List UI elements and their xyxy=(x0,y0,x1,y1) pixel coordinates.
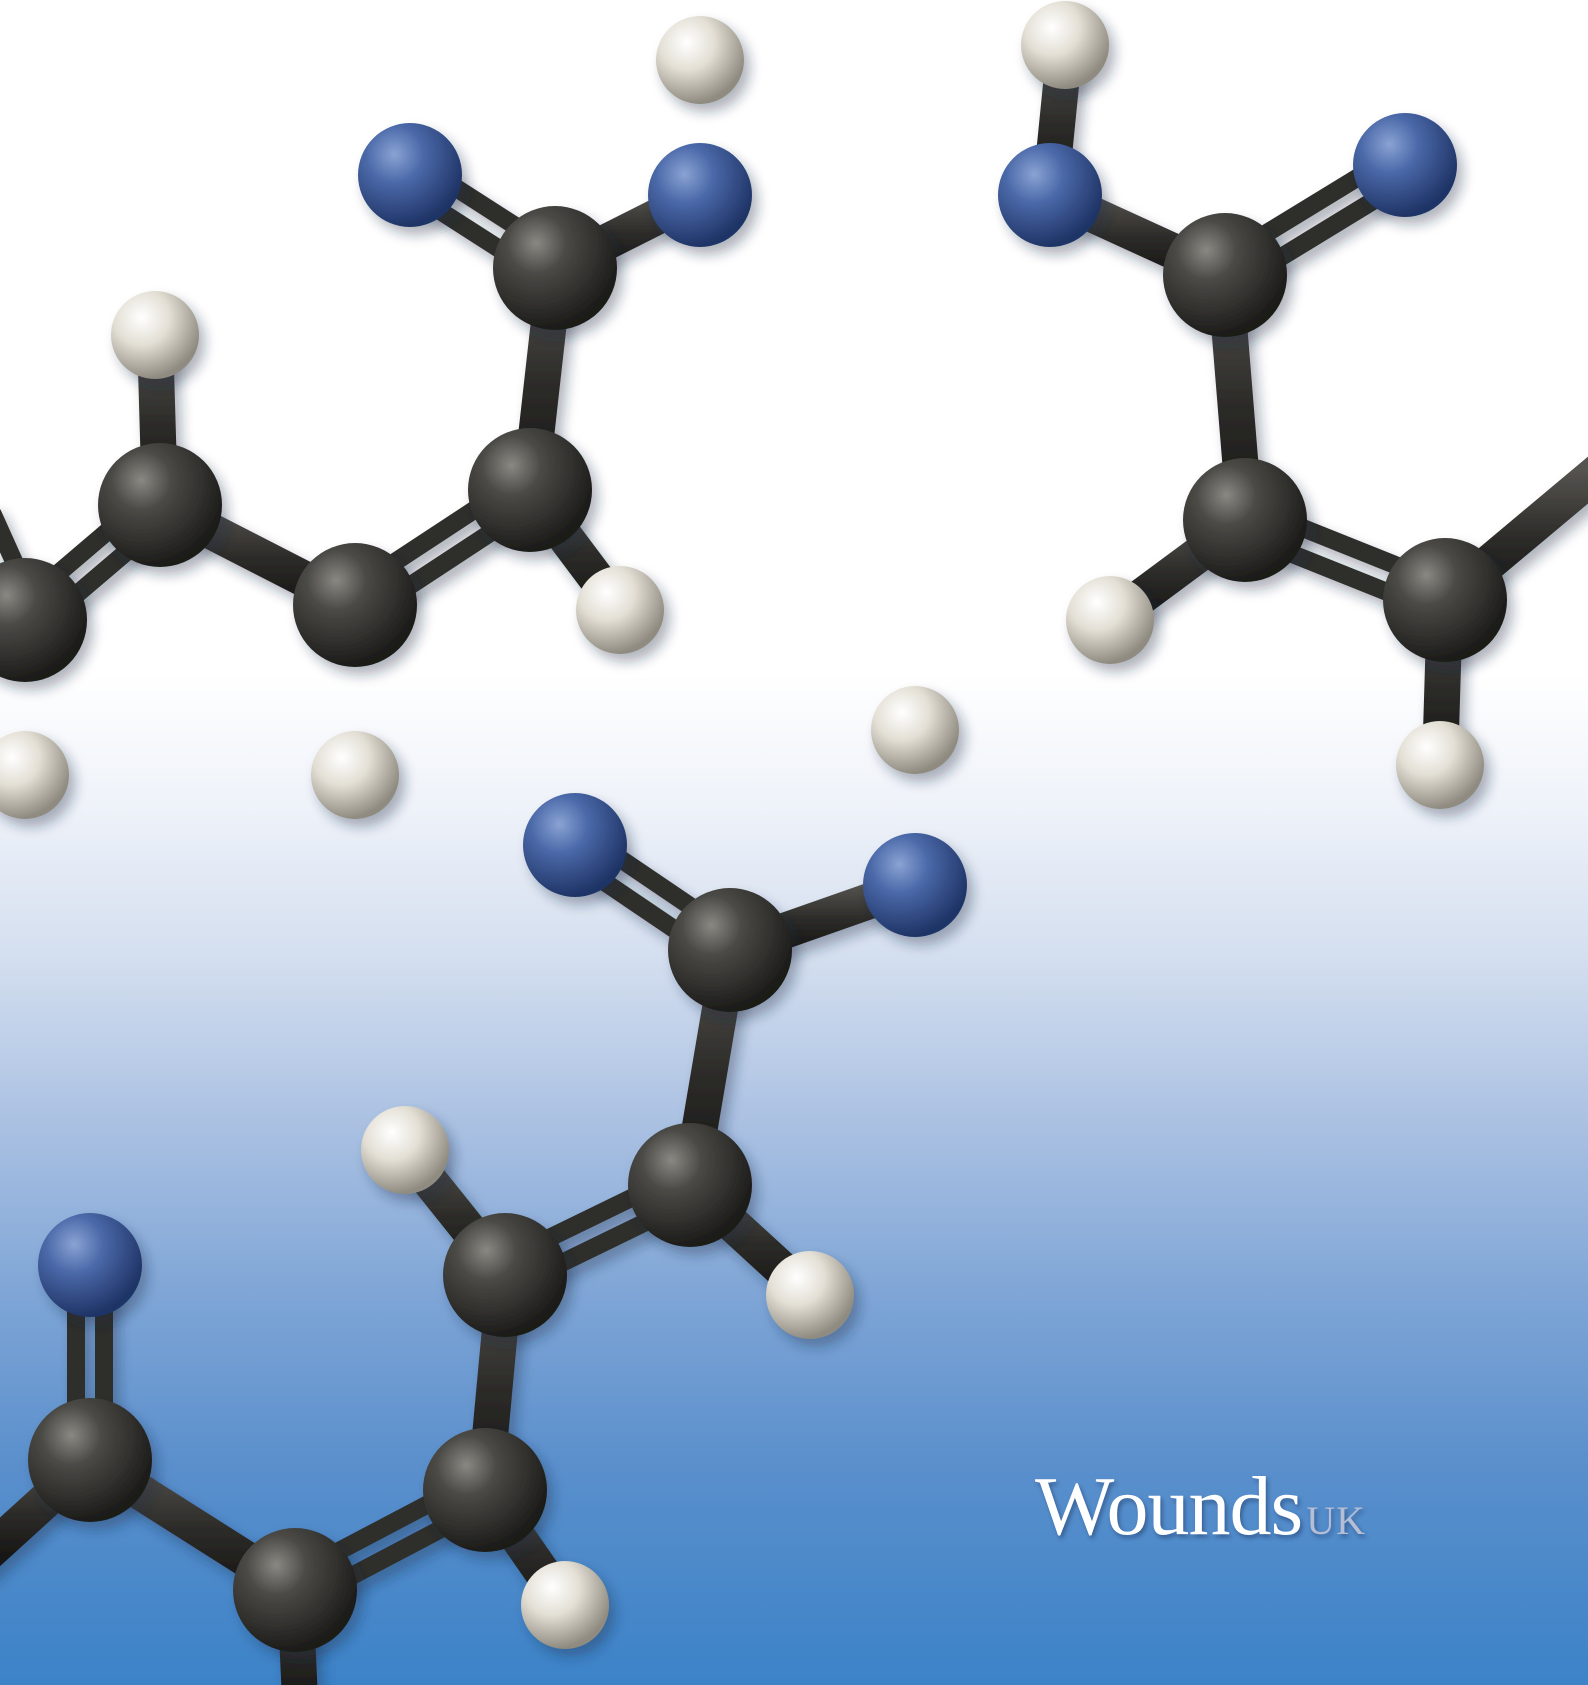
carbon-atom xyxy=(468,428,592,552)
hydrogen-atom xyxy=(521,1561,609,1649)
hydrogen-atom xyxy=(766,1251,854,1339)
hydrogen-atom xyxy=(656,16,744,104)
carbon-atom xyxy=(1183,458,1307,582)
hydrogen-atom xyxy=(576,566,664,654)
carbon-atom xyxy=(443,1213,567,1337)
hydrogen-atom xyxy=(361,1106,449,1194)
hydrogen-atom xyxy=(0,731,69,819)
hydrogen-atom xyxy=(871,686,959,774)
carbon-atom xyxy=(28,1398,152,1522)
carbon-atom xyxy=(233,1528,357,1652)
carbon-atom xyxy=(1163,213,1287,337)
logo-suffix: UK xyxy=(1306,1498,1367,1543)
carbon-atom xyxy=(98,443,222,567)
nitrogen-atom xyxy=(863,833,967,937)
hydrogen-atom xyxy=(111,291,199,379)
carbon-atom xyxy=(668,888,792,1012)
nitrogen-atom xyxy=(1353,113,1457,217)
carbon-atom xyxy=(628,1123,752,1247)
carbon-atom xyxy=(0,558,87,682)
carbon-atom xyxy=(493,206,617,330)
carbon-atom xyxy=(423,1428,547,1552)
logo-word: Wounds xyxy=(1035,1460,1303,1553)
nitrogen-atom xyxy=(648,143,752,247)
hydrogen-atom xyxy=(1396,721,1484,809)
carbon-atom xyxy=(1383,538,1507,662)
hydrogen-atom xyxy=(1066,576,1154,664)
nitrogen-atom xyxy=(523,793,627,897)
carbon-atom xyxy=(293,543,417,667)
nitrogen-atom xyxy=(998,143,1102,247)
hydrogen-atom xyxy=(311,731,399,819)
nitrogen-atom xyxy=(358,123,462,227)
hydrogen-atom xyxy=(1021,1,1109,89)
nitrogen-atom xyxy=(38,1213,142,1317)
